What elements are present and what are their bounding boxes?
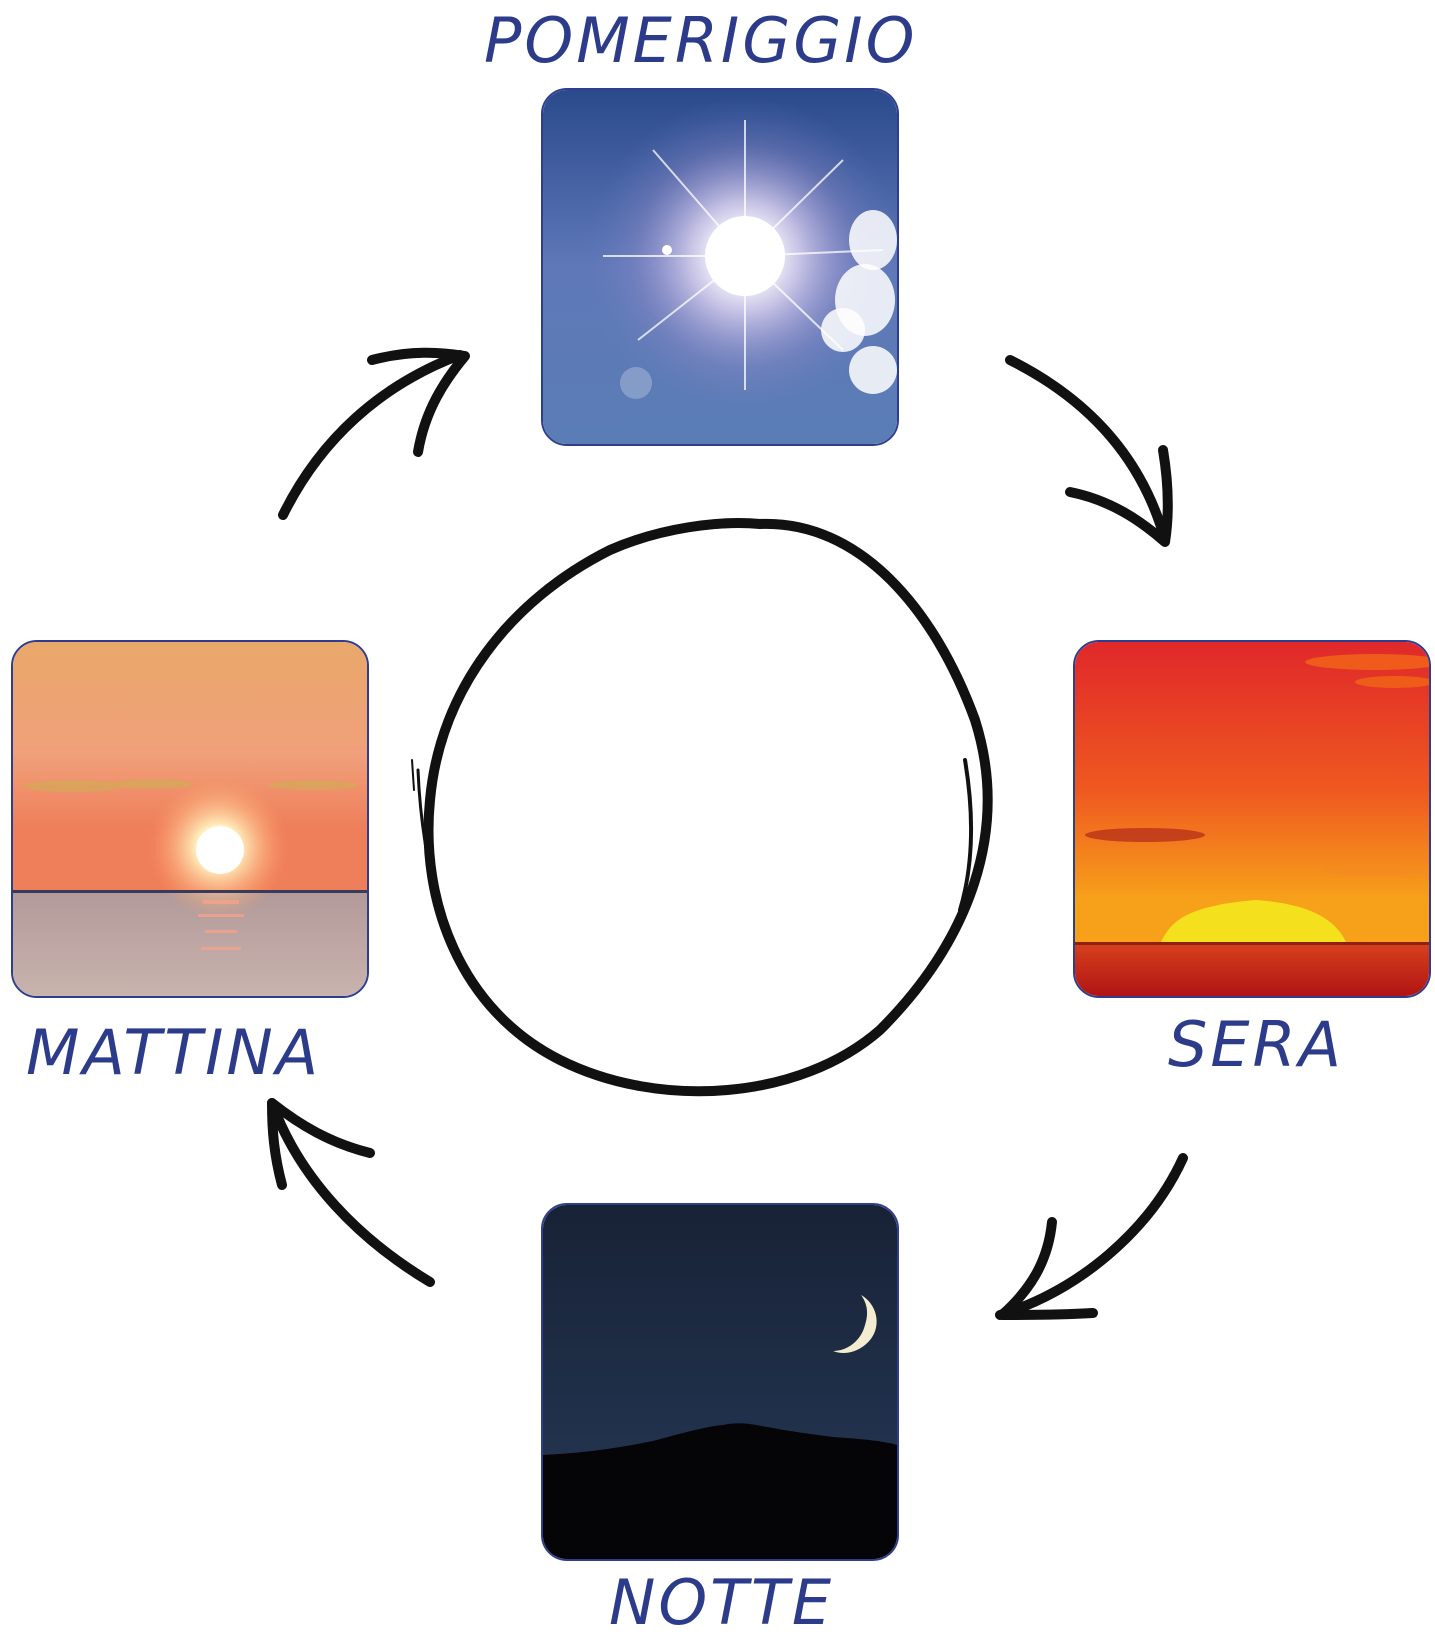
arrow-icon (278, 347, 470, 520)
label-mattina: MATTINA (26, 1016, 322, 1089)
image-sera (1073, 640, 1431, 998)
image-mattina (11, 640, 369, 998)
label-sera: SERA (1168, 1008, 1345, 1081)
image-notte (541, 1203, 899, 1561)
moon-icon (833, 1295, 877, 1353)
arrow-icon (267, 1098, 435, 1287)
image-pomeriggio (541, 88, 899, 446)
label-pomeriggio: POMERIGGIO (484, 4, 918, 77)
cycle-circle (423, 518, 993, 1097)
label-notte: NOTTE (609, 1566, 835, 1639)
arrow-icon (995, 1153, 1188, 1320)
arrow-icon (1005, 355, 1173, 547)
